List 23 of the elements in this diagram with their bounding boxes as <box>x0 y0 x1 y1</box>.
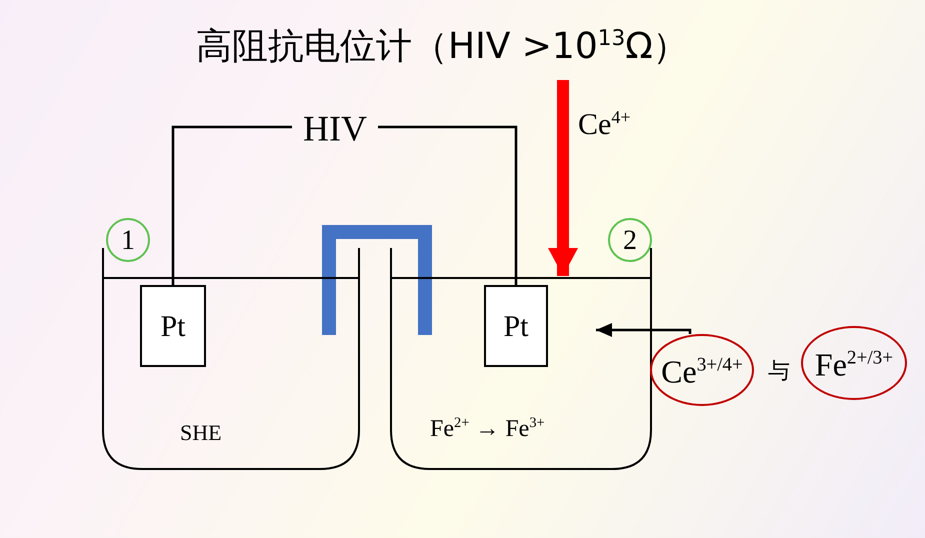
node-text: Fe$^{2+/3+}$ <box>814 348 894 380</box>
node-text: Pt <box>160 312 186 342</box>
node-text: Pt <box>503 312 529 342</box>
ion-pair-ellipse <box>650 334 754 406</box>
node-text: Fe$^{2+}$ → Fe$^{3+}$ <box>430 416 545 441</box>
node-text: 1 <box>121 227 135 256</box>
meter-label-text: HIV <box>303 110 367 146</box>
arrow <box>596 323 692 337</box>
node-text: SHE <box>180 422 222 444</box>
arrow <box>548 80 578 276</box>
conjunction-text: 与 <box>768 360 790 382</box>
wire <box>378 126 518 285</box>
wire <box>172 126 292 285</box>
electrode-number <box>608 218 652 262</box>
electrode-box <box>140 285 206 367</box>
electrode-box <box>484 285 548 367</box>
ion-pair-ellipse <box>801 326 907 400</box>
node-text: Ce$^{3+/4+}$ <box>661 355 743 388</box>
electrode-number <box>106 218 150 262</box>
ion-label: Ce$^{4+}$ <box>578 108 630 140</box>
title: 高阻抗电位计（HIV >10$^{13}$Ω） <box>196 28 689 65</box>
node-text: 2 <box>623 227 637 256</box>
beaker <box>102 248 360 470</box>
